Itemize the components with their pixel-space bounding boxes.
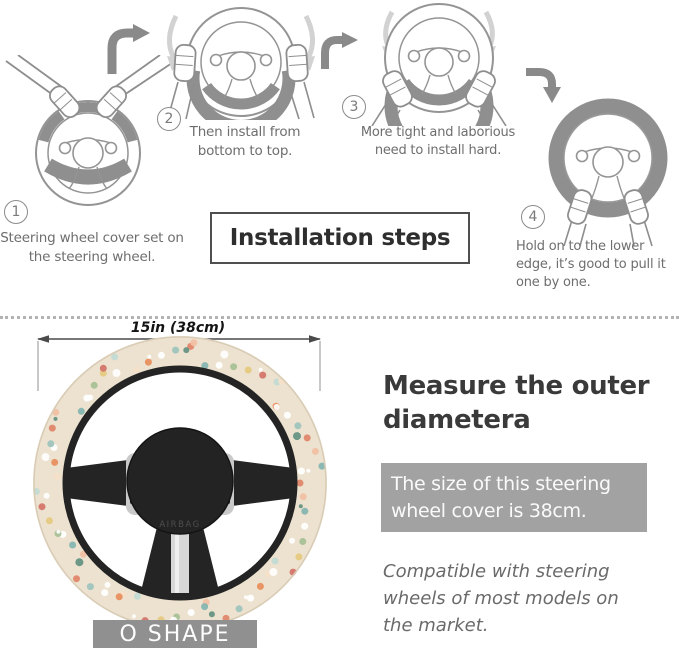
installation-title: Installation steps [229, 225, 451, 251]
cover-mid-band [44, 158, 132, 185]
cover-bottom-band [202, 82, 280, 110]
wheel-hub [58, 137, 118, 190]
arrowhead-right [309, 335, 321, 343]
step-3-illustration [371, 3, 507, 126]
shape-label: O SHAPE [119, 621, 231, 647]
wheel-hub [407, 47, 471, 95]
installation-title-box: Installation steps [210, 212, 470, 264]
hands [563, 189, 653, 247]
step-4-caption: Hold on to the lower edge, it’s good to … [516, 239, 666, 291]
cover-full-ring [548, 98, 668, 218]
cover-top-arc [384, 78, 494, 126]
hands [371, 70, 507, 126]
measure-heading: Measure the outer diametera [383, 371, 650, 435]
step-2-number: 2 [157, 107, 181, 131]
airbag-hub [126, 427, 234, 535]
curved-arrow-icon [526, 68, 561, 103]
step-1-number: 1 [4, 200, 28, 224]
step-2-caption: Then install from bottom to top. [189, 124, 301, 159]
step-4-illustration [548, 98, 668, 247]
wheel-hub [575, 146, 641, 199]
step-2-illustration [167, 7, 315, 120]
hands [167, 43, 315, 120]
step-1-caption: Steering wheel cover set on the steering… [0, 230, 184, 265]
cover-bottom-band [400, 78, 478, 106]
curved-arrow-icon [321, 32, 358, 69]
curved-arrow-icon [107, 24, 150, 74]
step-4-number: 4 [521, 205, 545, 229]
dimension-label: 15in (38cm) [130, 320, 226, 336]
size-note-text: The size of this steering wheel cover is… [391, 473, 611, 522]
step-3-caption: More tight and laborious need to install… [360, 125, 516, 159]
steering-wheel-photo: AIRBAG [33, 336, 327, 630]
arrowhead-left [37, 335, 49, 343]
wheel-hub [209, 51, 273, 99]
step-1-illustration [5, 55, 173, 206]
shape-label-tag: O SHAPE [93, 620, 257, 648]
airbag-label: AIRBAG [159, 520, 200, 530]
section-divider [0, 316, 679, 319]
size-note-box: The size of this steering wheel cover is… [381, 463, 647, 533]
step-3-number: 3 [342, 95, 366, 119]
hands [49, 85, 127, 119]
chrome-trim [171, 531, 189, 593]
compatibility-note: Compatible with steering wheels of most … [383, 561, 619, 636]
right-arm-line [123, 62, 173, 96]
cover-top-arc [186, 69, 296, 120]
left-arm-line [5, 60, 54, 96]
